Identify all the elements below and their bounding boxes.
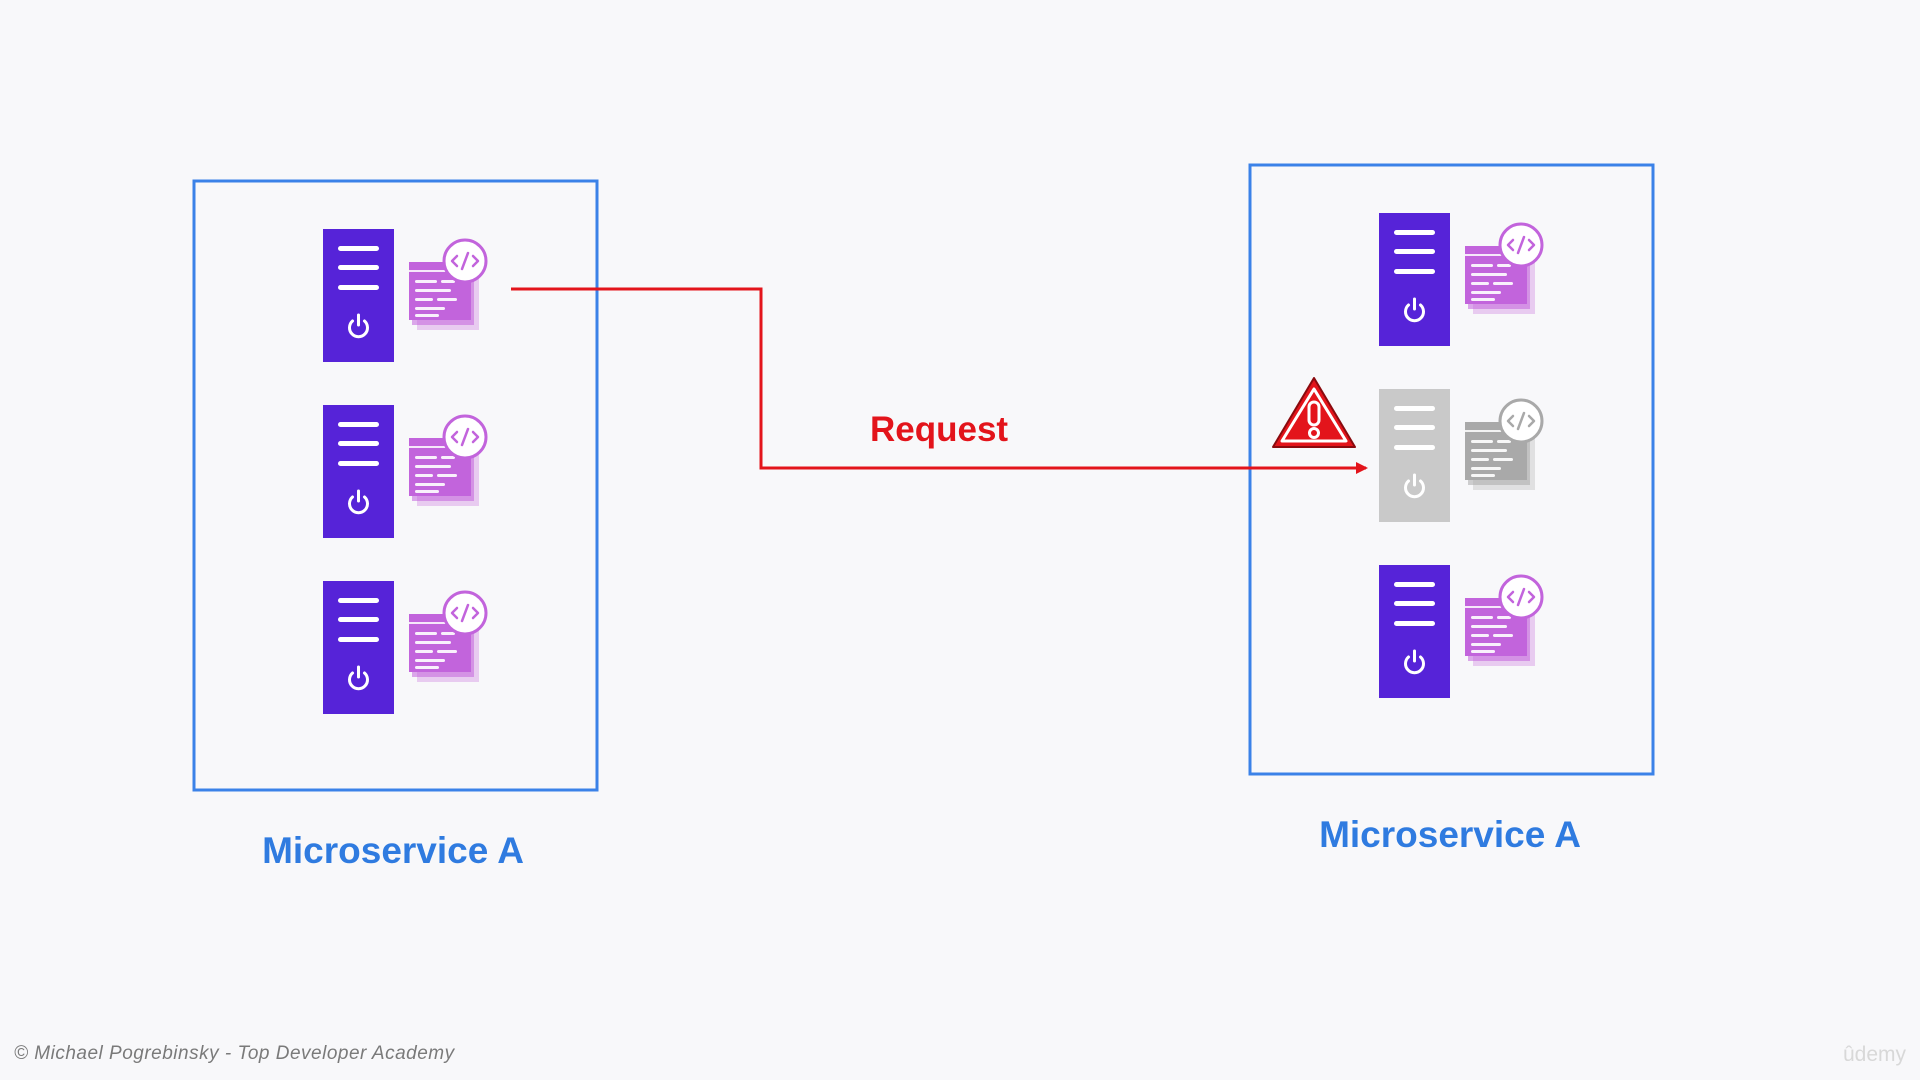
- server-icon: [323, 405, 394, 538]
- code-window-icon: [1465, 598, 1535, 666]
- copyright-text: © Michael Pogrebinsky - Top Developer Ac…: [14, 1043, 455, 1064]
- request-label: Request: [870, 410, 1009, 449]
- right-instance-3: [1379, 565, 1544, 698]
- left-instance-1: [323, 229, 488, 362]
- udemy-watermark: ûdemy: [1842, 1043, 1906, 1066]
- left-instances: [323, 229, 488, 714]
- left-instance-3: [323, 581, 488, 714]
- server-icon: [323, 581, 394, 714]
- code-badge-icon: [442, 590, 488, 636]
- warning-triangle-icon: [1272, 377, 1356, 448]
- server-icon: [1379, 213, 1450, 346]
- left-instance-2: [323, 405, 488, 538]
- server-icon: [1379, 389, 1450, 522]
- code-window-icon: [409, 438, 479, 506]
- code-badge-icon: [1498, 222, 1544, 268]
- right-instance-1: [1379, 213, 1544, 346]
- request-arrow: [511, 287, 1368, 474]
- code-badge-icon: [442, 238, 488, 284]
- right-instances: [1379, 213, 1544, 698]
- right-instance-2: [1379, 389, 1544, 522]
- code-badge-icon: [1498, 574, 1544, 620]
- right-service-label: Microservice A: [1319, 814, 1581, 855]
- left-service-box: [192, 179, 599, 792]
- left-service-label: Microservice A: [262, 830, 524, 871]
- server-icon: [323, 229, 394, 362]
- server-icon: [1379, 565, 1450, 698]
- code-badge-icon: [1498, 398, 1544, 444]
- code-window-icon: [1465, 422, 1535, 490]
- code-badge-icon: [442, 414, 488, 460]
